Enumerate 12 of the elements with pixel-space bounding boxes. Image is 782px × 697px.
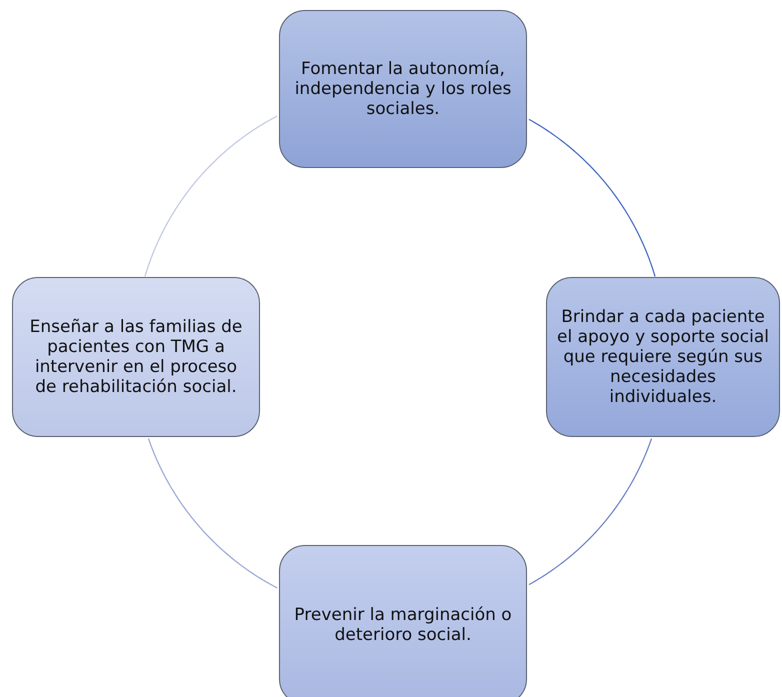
box-text: Enseñar a las familias de pacientes con TMG a intervenir en el proceso de rehabilitación social. bbox=[28, 317, 244, 397]
connector-arc bbox=[528, 438, 652, 586]
process-box bbox=[279, 545, 527, 697]
box-text: Fomentar la autonomía, independencia y los roles sociales. bbox=[294, 59, 512, 119]
connector-arc bbox=[144, 116, 278, 277]
box-text: Prevenir la marginación o deterioro social. bbox=[293, 605, 513, 645]
box-text: Brindar a cada paciente el apoyo y soporte social que requiere según sus necesidades individuales. bbox=[557, 307, 769, 407]
process-box bbox=[546, 277, 780, 437]
process-box bbox=[279, 10, 527, 168]
connector-arc bbox=[528, 118, 656, 277]
connector-arc bbox=[148, 438, 278, 588]
process-box bbox=[12, 277, 260, 437]
